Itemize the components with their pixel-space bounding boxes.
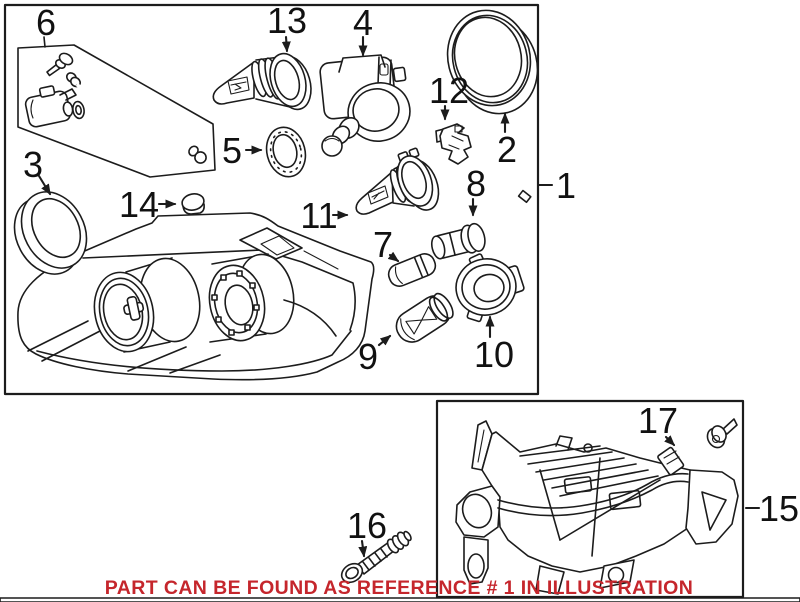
page-bottom-edge (0, 597, 800, 602)
part-11-low-beam-bulb (355, 147, 440, 215)
callout-label-10: 10 (474, 334, 514, 375)
callout-label-13: 13 (267, 0, 307, 41)
callout-label-15: 15 (759, 488, 799, 529)
headlight-housing (17, 212, 375, 381)
callout-label-6: 6 (36, 2, 56, 43)
callout-label-7: 7 (373, 224, 393, 265)
callout-label-12: 12 (429, 70, 469, 111)
part-13-high-beam-bulb (212, 52, 312, 111)
callout-label-9: 9 (358, 336, 378, 377)
callout-label-16: 16 (347, 505, 387, 546)
callout-label-3: 3 (23, 144, 43, 185)
part-3-cap-ring (13, 191, 88, 275)
part-5-gasket-ring (265, 126, 307, 178)
callout-label-8: 8 (466, 163, 486, 204)
callout-leader-lines (37, 35, 761, 558)
part-17-harness-clip (657, 418, 738, 476)
part-12-retainer-clip (435, 123, 472, 165)
part-16-bolt (340, 530, 412, 584)
bracket-illustration-box (435, 399, 745, 599)
part-2-sealing-ring (446, 9, 539, 115)
part-10-bulb-holder (455, 253, 525, 323)
callout-label-14: 14 (119, 184, 159, 225)
callout-labels: 1 2 3 4 5 6 7 8 9 10 11 12 13 14 15 16 1… (23, 0, 799, 546)
reference-note: PART CAN BE FOUND AS REFERENCE # 1 IN IL… (105, 577, 693, 599)
part-6-adjuster-kit-box (17, 36, 216, 178)
part-8-bulb-socket-pigtail (430, 189, 532, 260)
callout-label-2: 2 (497, 129, 517, 170)
callout-label-4: 4 (353, 2, 373, 43)
callout-label-1: 1 (556, 165, 576, 206)
part-4-leveling-motor (319, 54, 411, 157)
callout-label-5: 5 (222, 130, 242, 171)
part-15-mounting-bracket (455, 420, 739, 595)
part-9-signal-bulb (395, 292, 454, 343)
main-illustration-box (3, 3, 540, 396)
callout-label-17: 17 (638, 400, 678, 441)
callout-label-11: 11 (300, 195, 337, 236)
part-14-cap (181, 193, 205, 215)
part-7-wedge-bulb (387, 253, 437, 287)
